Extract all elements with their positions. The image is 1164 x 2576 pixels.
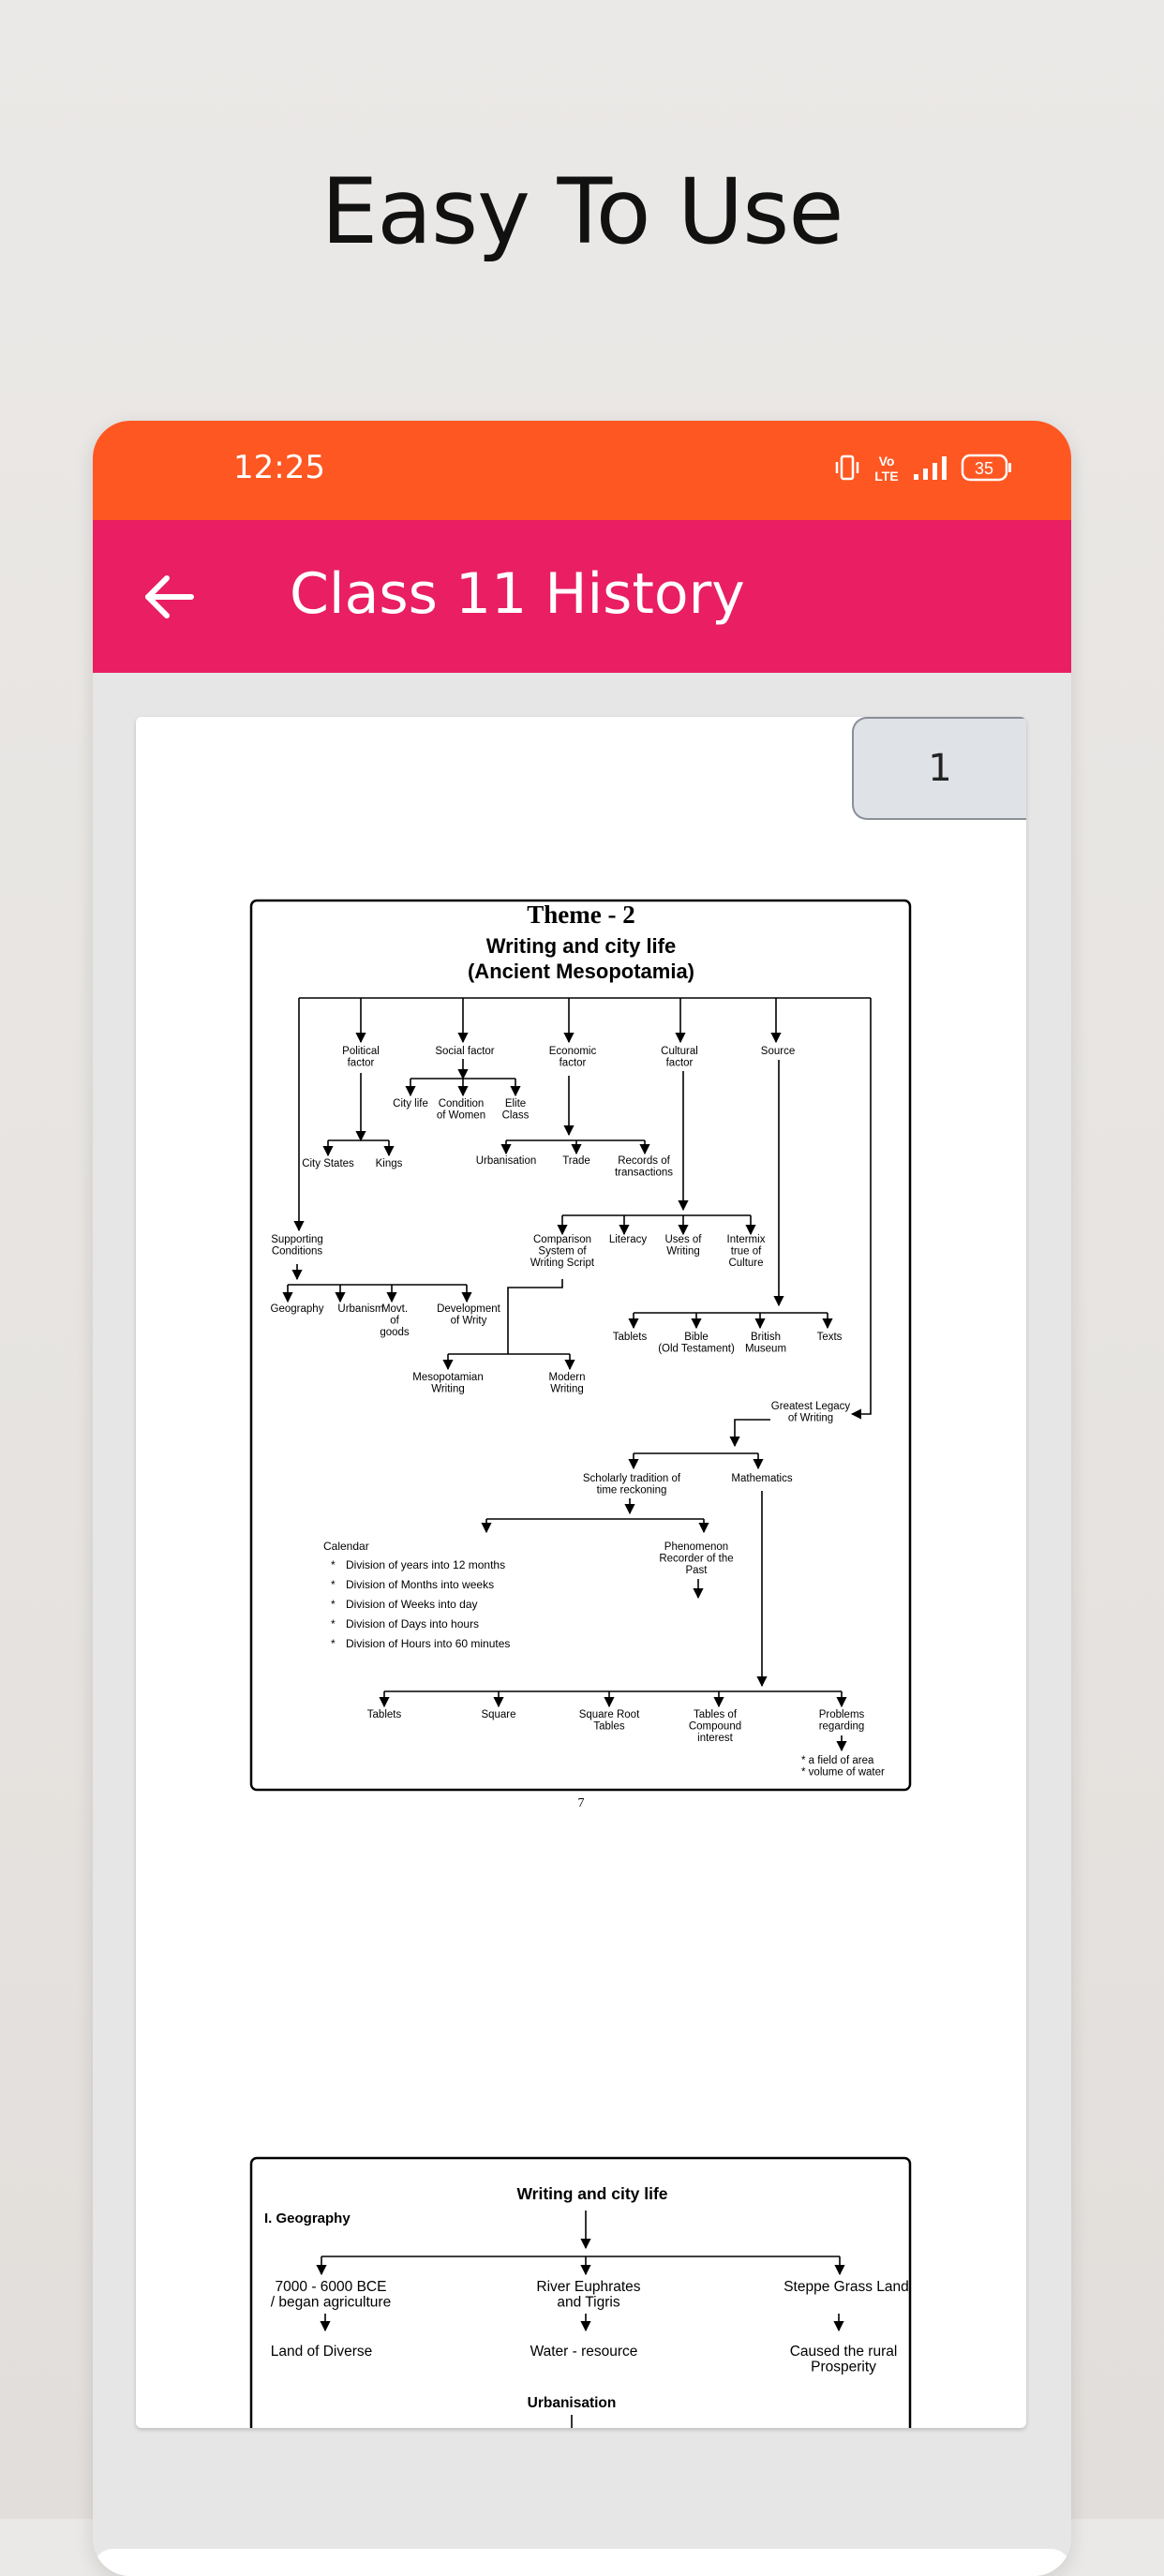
calendar-item: Division of Hours into 60 minutes	[346, 1637, 510, 1650]
phone-frame: 12:25 Vo LTE 35	[93, 421, 1071, 2576]
node-kings: Kings	[376, 1158, 403, 1169]
calendar-bullet: *	[331, 1637, 336, 1650]
calendar-item: Division of Weeks into day	[346, 1598, 478, 1611]
battery-level: 35	[975, 459, 993, 478]
pdf-page-2	[249, 2156, 912, 2428]
svg-text:LTE: LTE	[874, 469, 898, 484]
node-mathematics: Mathematics	[731, 1473, 792, 1484]
calendar-item: Division of Months into weeks	[346, 1578, 494, 1591]
calendar-heading: Calendar	[323, 1540, 369, 1553]
calendar-bullet: *	[331, 1558, 336, 1571]
page2-urbanisation: Urbanisation	[528, 2395, 617, 2411]
page-number: 7	[578, 1796, 585, 1810]
page2-title: Writing and city life	[516, 2184, 667, 2203]
node-bible-old-testament: Bible(Old Testament)	[658, 1332, 735, 1354]
node-city-life: City life	[393, 1098, 428, 1109]
bottom-nav-edge	[93, 2549, 1071, 2576]
page2-section: I. Geography	[264, 2211, 351, 2226]
node-tablets-source: Tablets	[613, 1332, 648, 1343]
arrow-left-icon	[145, 575, 194, 618]
pdf-page-1	[249, 899, 912, 1792]
node-trade: Trade	[562, 1155, 590, 1167]
node-problems-notes: * a field of area* volume of water	[801, 1755, 885, 1778]
calendar-bullet: *	[331, 1598, 336, 1611]
calendar-item: Division of years into 12 months	[346, 1558, 505, 1571]
node-urbanism: Urbanism	[337, 1303, 383, 1315]
node-steppe-grass-land: Steppe Grass Land	[783, 2279, 909, 2295]
signal-icon	[914, 456, 947, 480]
flow-line	[507, 1279, 563, 1354]
doc-subtitle: (Ancient Mesopotamia)	[468, 960, 694, 983]
node-texts: Texts	[817, 1332, 843, 1343]
status-icons: Vo LTE 35	[833, 449, 1013, 486]
node-literacy: Literacy	[609, 1234, 648, 1245]
calendar-bullet: *	[331, 1578, 336, 1591]
doc-title: Writing and city life	[486, 934, 677, 958]
node-tablets-math: Tablets	[367, 1709, 402, 1720]
volte-icon: Vo LTE	[874, 454, 898, 484]
node-social-factor: Social factor	[435, 1046, 494, 1057]
app-title: Class 11 History	[290, 561, 745, 627]
node-land-of-diverse: Land of Diverse	[271, 2344, 373, 2360]
vibrate-icon	[835, 454, 859, 481]
node-urbanisation: Urbanisation	[476, 1155, 537, 1167]
calendar-bullet: *	[331, 1617, 336, 1630]
status-time: 12:25	[233, 449, 325, 486]
node-city-states: City States	[302, 1158, 354, 1169]
node-7000-bce: 7000 - 6000 BCE/ began agriculture	[271, 2279, 391, 2311]
node-source: Source	[761, 1046, 795, 1057]
page-indicator: 1	[852, 717, 1026, 820]
node-geography: Geography	[271, 1303, 324, 1315]
node-water-resource: Water - resource	[530, 2344, 638, 2360]
calendar-item: Division of Days into hours	[346, 1617, 479, 1630]
flow-arrow	[850, 998, 872, 1420]
svg-text:Vo: Vo	[879, 454, 895, 469]
back-button[interactable]	[135, 567, 201, 627]
app-bar: Class 11 History	[93, 520, 1071, 673]
battery-icon: 35	[961, 454, 1011, 482]
node-square: Square	[481, 1709, 515, 1720]
theme-heading: Theme - 2	[527, 901, 634, 929]
status-bar: 12:25 Vo LTE 35	[93, 421, 1071, 520]
flow-arrow	[729, 1419, 770, 1448]
promo-title: Easy To Use	[321, 159, 844, 264]
